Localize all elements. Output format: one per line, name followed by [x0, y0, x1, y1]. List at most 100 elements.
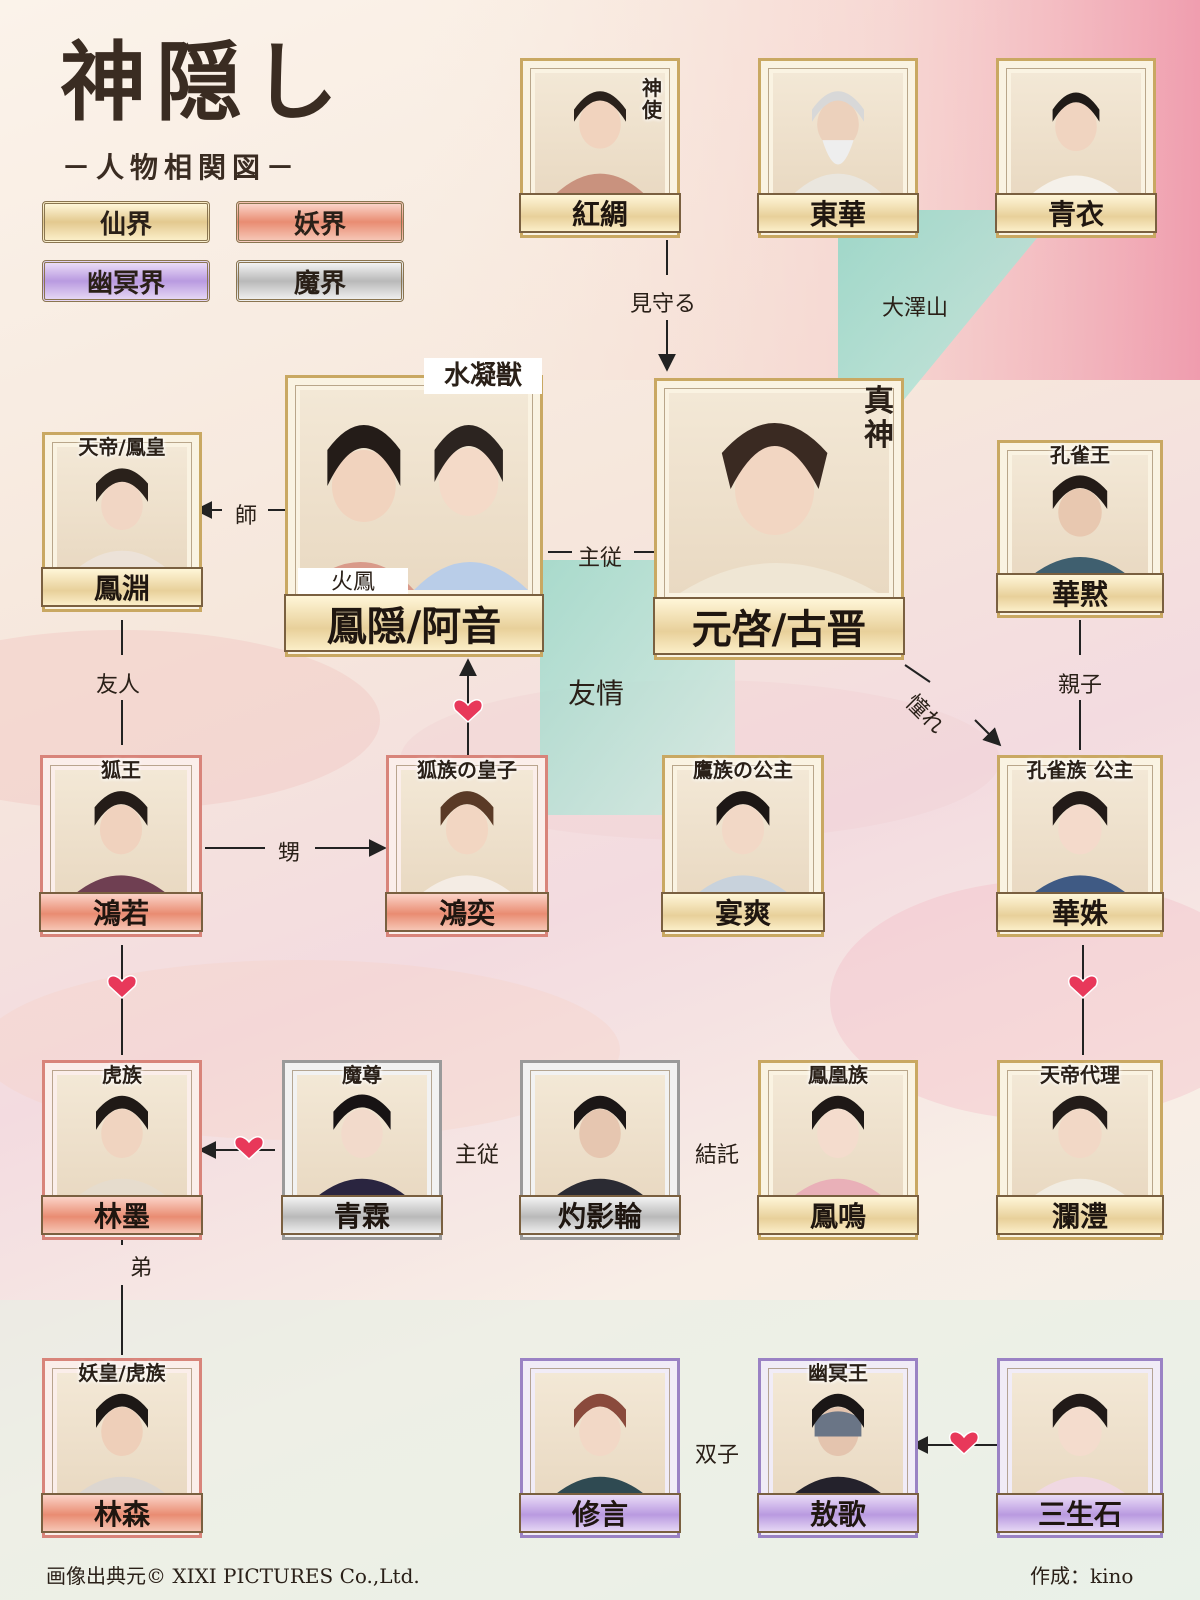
- name-label: 瀾澧: [996, 1195, 1164, 1235]
- role-label: 孔雀族 公主: [1026, 758, 1134, 782]
- portrait-image: [669, 393, 889, 593]
- role-label: 狐族の皇子: [417, 758, 517, 782]
- portrait-image: [1011, 73, 1141, 195]
- portrait-image: [401, 770, 533, 894]
- name-label: 林墨: [41, 1195, 203, 1235]
- relation-shujuu-seirin: 主従: [455, 1143, 500, 1168]
- portrait-image: [535, 1373, 665, 1495]
- portrait-image: [1012, 1373, 1148, 1495]
- name-label: 東華: [757, 193, 919, 233]
- portrait-image: [535, 1075, 665, 1197]
- name-label: 鳳隠/阿音: [284, 594, 544, 652]
- card-seirin[interactable]: 魔尊 青霖: [281, 1060, 443, 1240]
- line-akogare-1: [904, 664, 931, 683]
- card-houin[interactable]: 水凝獣 火鳳 鳳隠/阿音: [284, 358, 544, 657]
- name-label: 青霖: [281, 1195, 443, 1235]
- card-kashu[interactable]: 孔雀族 公主 華姝: [996, 755, 1164, 937]
- relation-shi: 師: [235, 504, 258, 529]
- name-label: 修言: [519, 1493, 681, 1533]
- relation-shujuu-main: 主従: [578, 546, 623, 571]
- role-label: 狐王: [101, 758, 141, 782]
- footer-author: 作成：kino: [1030, 1564, 1134, 1588]
- name-label: 鳳淵: [41, 567, 203, 607]
- portrait-image: [57, 447, 187, 569]
- relation-oyako: 親子: [1058, 673, 1103, 698]
- name-label: 林森: [41, 1493, 203, 1533]
- role-label: 天帝/鳳皇: [78, 435, 166, 459]
- legend-label: 魔界: [293, 268, 346, 299]
- portrait-image: [773, 1373, 903, 1495]
- portrait-image: [535, 73, 665, 195]
- portrait-image: [1012, 1075, 1148, 1197]
- name-label: 元啓/古晋: [653, 597, 905, 655]
- heart-icon: [107, 975, 137, 1000]
- legend-yuumei: 幽冥界: [42, 260, 210, 302]
- heart-icon: [949, 1431, 979, 1456]
- legend-label: 妖界: [293, 209, 346, 240]
- tag-suigyoujuu: 水凝獣: [424, 358, 542, 394]
- legend-label: 仙界: [99, 209, 152, 240]
- legend-makai: 魔界: [236, 260, 404, 302]
- role-label: 妖皇/虎族: [78, 1361, 166, 1385]
- tag-shinjin: 真神: [864, 384, 894, 453]
- name-label: 宴爽: [661, 892, 825, 932]
- portrait-image: [55, 770, 187, 894]
- name-label: 灼影輪: [519, 1195, 681, 1235]
- card-houen[interactable]: 天帝/鳳皇 鳳淵: [41, 432, 203, 612]
- name-label: 華姝: [996, 892, 1164, 932]
- heart-icon: [1068, 975, 1098, 1000]
- card-shakueirin[interactable]: 灼影輪: [519, 1060, 681, 1240]
- portrait-image: [297, 1075, 427, 1197]
- role-label: 天帝代理: [1040, 1063, 1120, 1087]
- name-label: 鳳鳴: [757, 1195, 919, 1235]
- line-akogare-2: [974, 719, 1002, 747]
- name-label: 紅綢: [519, 193, 681, 233]
- card-gouka[interactable]: 幽冥王 敖歌: [757, 1358, 919, 1538]
- page-subtitle: －人物相関図－: [62, 151, 301, 184]
- role-label: 孔雀王: [1050, 443, 1110, 467]
- name-label: 青衣: [995, 193, 1157, 233]
- relation-yuujin: 友人: [96, 673, 141, 698]
- relation-otouto: 弟: [130, 1256, 153, 1281]
- card-koujaku[interactable]: 狐王 鴻若: [39, 755, 203, 937]
- page-title: 神隠し: [60, 32, 348, 133]
- card-shuugen[interactable]: 修言: [519, 1358, 681, 1538]
- name-label: 敖歌: [757, 1493, 919, 1533]
- card-ensou[interactable]: 鷹族の公主 宴爽: [661, 755, 825, 937]
- card-rampou[interactable]: 天帝代理 瀾澧: [996, 1060, 1164, 1240]
- role-label: 魔尊: [342, 1063, 382, 1087]
- portrait-image: [57, 1075, 187, 1197]
- relation-kettaku: 結託: [695, 1143, 740, 1168]
- portrait-image: [773, 73, 903, 195]
- card-houmei[interactable]: 鳳凰族 鳳鳴: [757, 1060, 919, 1240]
- card-koueki[interactable]: 狐族の皇子 鴻奕: [385, 755, 549, 937]
- card-kamoku[interactable]: 孔雀王 華黙: [996, 440, 1164, 618]
- name-label: 華黙: [996, 573, 1164, 613]
- card-sanseiseki[interactable]: 三生石: [996, 1358, 1164, 1538]
- tag-kahou: 火鳳: [298, 568, 408, 598]
- role-label: 虎族: [102, 1063, 142, 1087]
- card-koushuu[interactable]: 神使 紅綢: [519, 58, 681, 238]
- card-rinshin[interactable]: 妖皇/虎族 林森: [41, 1358, 203, 1538]
- name-label: 三生石: [996, 1493, 1164, 1533]
- relation-yuujou: 友情: [568, 677, 625, 710]
- role-label: 幽冥王: [808, 1361, 868, 1385]
- portrait-image: [773, 1075, 903, 1197]
- relation-daitakuzan: 大澤山: [882, 296, 949, 321]
- portrait-image: [677, 770, 809, 894]
- legend-label: 幽冥界: [86, 268, 165, 299]
- portrait-image: [300, 390, 528, 590]
- role-label: 鳳凰族: [808, 1063, 868, 1087]
- card-genkei[interactable]: 真神 元啓/古晋: [653, 378, 905, 660]
- footer-source: 画像出典元© XIXI PICTURES Co.,Ltd.: [46, 1564, 420, 1588]
- card-seii[interactable]: 青衣: [995, 58, 1157, 238]
- relation-futago: 双子: [695, 1443, 740, 1468]
- role-label: 神使: [642, 76, 662, 122]
- portrait-image: [1012, 770, 1148, 894]
- name-label: 鴻若: [39, 892, 203, 932]
- card-rinboku[interactable]: 虎族 林墨: [41, 1060, 203, 1240]
- relation-oi: 甥: [278, 841, 301, 866]
- card-touka[interactable]: 東華: [757, 58, 919, 238]
- relation-mimamoru: 見守る: [630, 292, 697, 317]
